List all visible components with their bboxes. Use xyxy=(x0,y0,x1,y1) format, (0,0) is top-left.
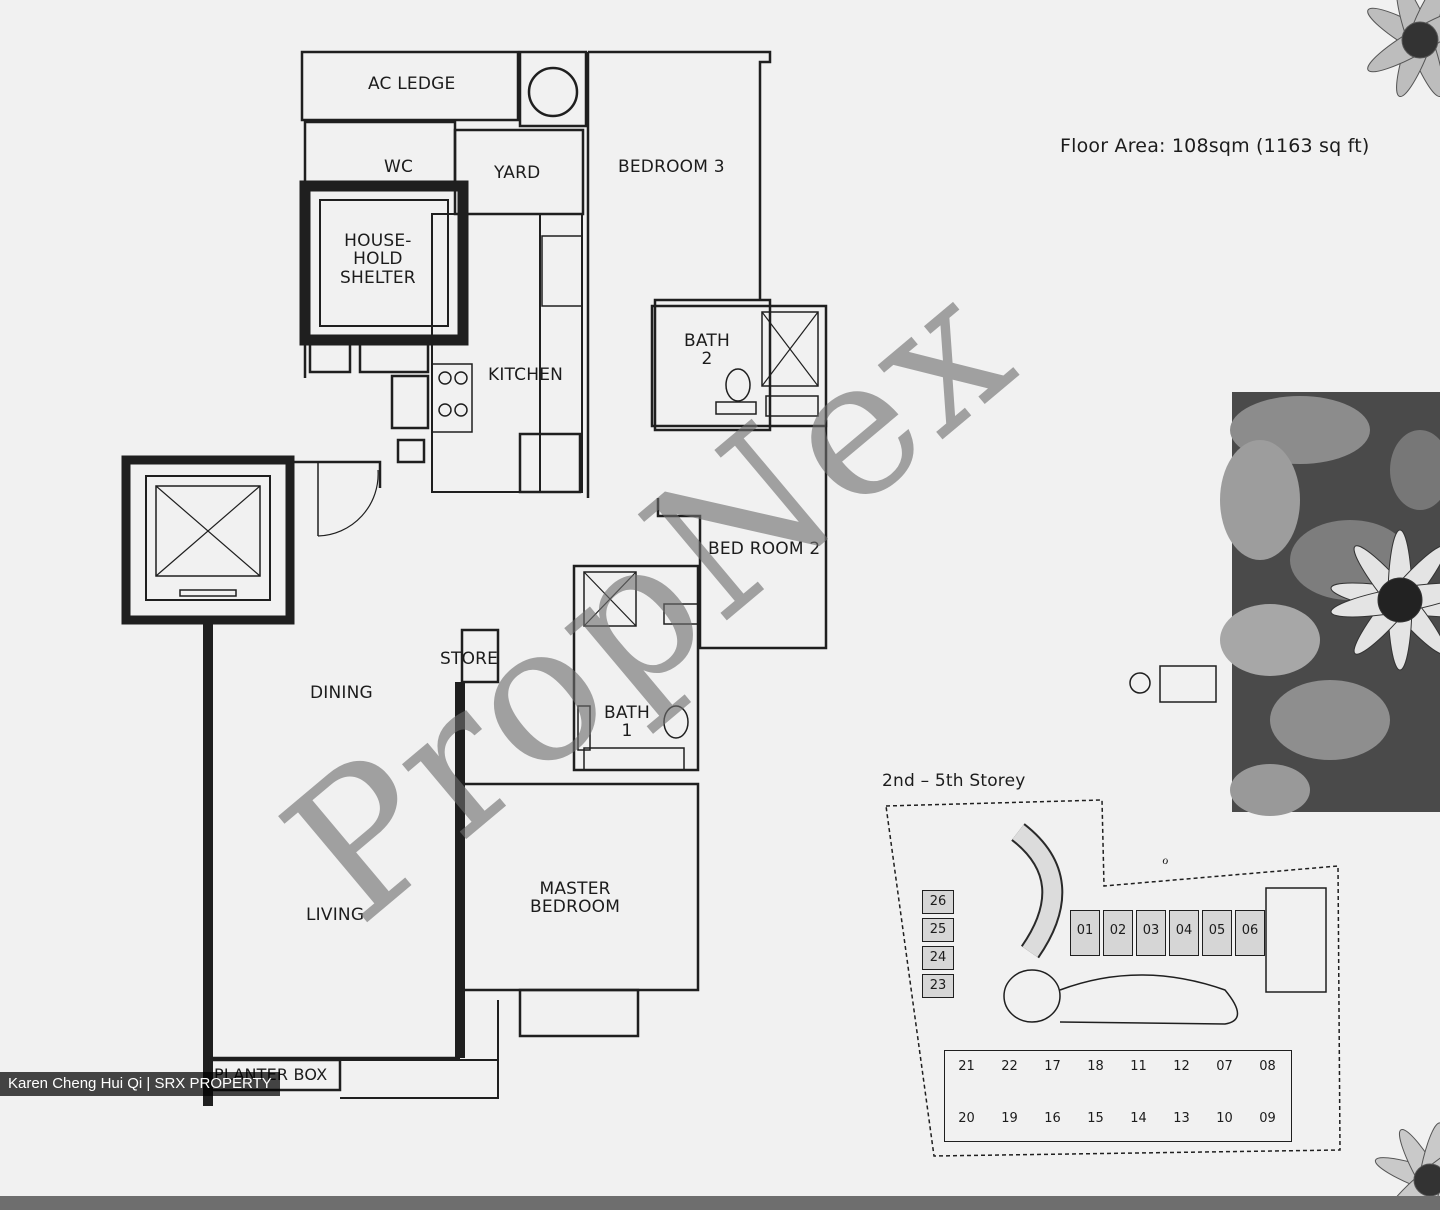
room-label-wc: WC xyxy=(384,157,414,177)
room-label-bath-2: BATH 2 xyxy=(684,331,730,370)
unit-cell: 23 xyxy=(922,974,954,998)
bottom-strip xyxy=(0,1196,1440,1210)
unit-label: 19 xyxy=(1001,1111,1018,1126)
unit-cell: 24 xyxy=(922,946,954,970)
unit-label: 18 xyxy=(1087,1059,1104,1074)
unit-label: 13 xyxy=(1173,1111,1190,1126)
room-label-kitchen: KITCHEN xyxy=(488,365,564,385)
unit-cell: 26 xyxy=(922,890,954,914)
unit-cell: 01 xyxy=(1070,910,1100,956)
room-label-living: LIVING xyxy=(306,905,365,925)
unit-label: 10 xyxy=(1216,1111,1233,1126)
room-label-bath-1: BATH 1 xyxy=(604,703,650,742)
unit-cell: 25 xyxy=(922,918,954,942)
unit-cell: 04 xyxy=(1169,910,1199,956)
shelter-walls xyxy=(299,180,469,346)
bedroom2-outline xyxy=(656,420,828,650)
unit-cell: 03 xyxy=(1136,910,1166,956)
floor-area-text: Floor Area: 108sqm (1163 sq ft) xyxy=(1060,135,1370,157)
unit-label: 16 xyxy=(1044,1111,1061,1126)
svg-text:ℴ: ℴ xyxy=(1162,852,1168,868)
key-plan-title: 2nd – 5th Storey xyxy=(882,771,1026,791)
room-label-bedroom-2: BED ROOM 2 xyxy=(708,539,821,559)
unit-label: 20 xyxy=(958,1111,975,1126)
key-plan-site-boundary xyxy=(885,799,1341,1157)
bedroom3-outline xyxy=(588,50,772,432)
room-label-dining: DINING xyxy=(310,683,373,703)
unit-label: 09 xyxy=(1259,1111,1276,1126)
unit-label: 22 xyxy=(1001,1059,1018,1074)
key-plan-left-column: 26 25 24 23 xyxy=(922,890,954,998)
key-plan-block: 21 22 17 18 11 12 07 08 20 19 16 15 14 1… xyxy=(944,1050,1292,1142)
unit-label: 11 xyxy=(1130,1059,1147,1074)
room-label-master-bedroom: MASTER BEDROOM xyxy=(530,879,621,918)
decorative-flower-top xyxy=(1367,0,1440,98)
ac-ledge-outline xyxy=(300,50,520,122)
unit-label: 12 xyxy=(1173,1059,1190,1074)
key-plan-block-row-2: 20 19 16 15 14 13 10 09 xyxy=(949,1111,1285,1126)
room-label-ac-ledge: AC LEDGE xyxy=(368,74,456,94)
key-plan-top-row: 01 02 03 04 05 06 xyxy=(1070,910,1265,956)
room-label-yard: YARD xyxy=(494,163,541,183)
unit-label: 21 xyxy=(958,1059,975,1074)
unit-cell: 05 xyxy=(1202,910,1232,956)
unit-label: 07 xyxy=(1216,1059,1233,1074)
unit-label: 14 xyxy=(1130,1111,1147,1126)
room-label-bedroom-3: BEDROOM 3 xyxy=(618,157,725,177)
credit-caption: Karen Cheng Hui Qi | SRX PROPERTY xyxy=(0,1072,280,1096)
pebble-photo xyxy=(1220,392,1440,816)
room-label-household-shelter: HOUSE- HOLD SHELTER xyxy=(340,231,416,288)
unit-label: 08 xyxy=(1259,1059,1276,1074)
unit-cell: 06 xyxy=(1235,910,1265,956)
unit-label: 15 xyxy=(1087,1111,1104,1126)
key-plan-block-row-1: 21 22 17 18 11 12 07 08 xyxy=(949,1059,1285,1074)
unit-cell: 02 xyxy=(1103,910,1133,956)
room-label-store: STORE xyxy=(440,649,499,669)
unit-label: 17 xyxy=(1044,1059,1061,1074)
